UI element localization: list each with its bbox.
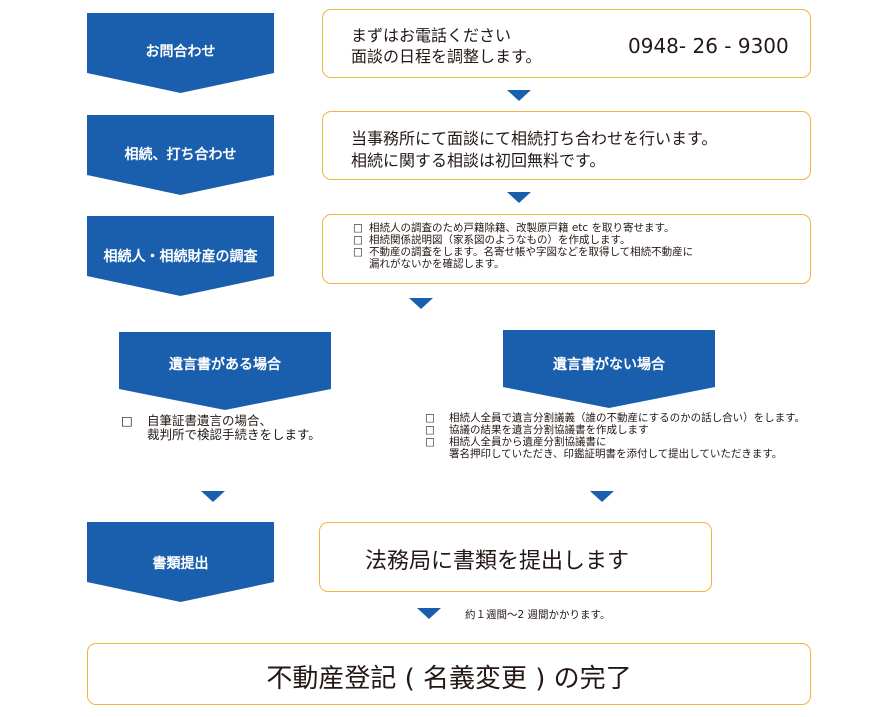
step-investigate: 相続人・相続財産の調査 [87, 216, 274, 296]
checkbox-icon: □ [425, 424, 435, 436]
submit-text: 法務局に書類を提出します [365, 549, 630, 574]
with-will-text: □自筆証書遺言の場合、 裁判所で検認手続きをします。 [121, 413, 321, 442]
flow-arrow-icon [590, 491, 614, 502]
investigate-box: □相続人の調査のため戸籍除籍、改製原戸籍 etc を取り寄せます。 □相続関係説… [322, 214, 811, 284]
consult-box: 当事務所にて面談にて相続打ち合わせを行います。 相続に関する相談は初回無料です。 [322, 111, 811, 180]
checkbox-icon: □ [425, 436, 435, 448]
branch-with-will: 遺言書がある場合 [119, 332, 331, 410]
investigate-item: □相続人の調査のため戸籍除籍、改製原戸籍 etc を取り寄せます。 [353, 222, 675, 234]
checkbox-icon: □ [425, 412, 435, 424]
flow-arrow-icon [507, 192, 531, 203]
step-submit-label: 書類提出 [152, 556, 209, 572]
investigate-item: □不動産の調査をします。名寄せ帳や字図などを取得して相続不動産に [353, 246, 694, 258]
investigate-item-continuation: 漏れがないかを確認します。 [369, 258, 505, 270]
down-arrow-shape [87, 522, 274, 602]
consult-line-1: 当事務所にて面談にて相続打ち合わせを行います。 [351, 129, 718, 148]
branch-without-will-label: 遺言書がない場合 [553, 357, 665, 373]
checkbox-icon: □ [121, 413, 133, 428]
step-investigate-label: 相続人・相続財産の調査 [103, 249, 258, 265]
duration-note: 約１週間〜2 週間かかります。 [465, 609, 611, 621]
final-box: 不動産登記 ( 名義変更 ) の完了 [87, 643, 811, 705]
contact-line-1: まずはお電話ください [351, 26, 512, 45]
branch-with-will-label: 遺言書がある場合 [169, 357, 281, 373]
down-arrow-shape [503, 330, 715, 408]
phone-number[interactable]: 0948- 26 - 9300 [628, 34, 789, 58]
investigate-item: □相続関係説明図（家系図のようなもの）を作成します。 [353, 234, 631, 246]
flow-arrow-icon [507, 90, 531, 101]
contact-line-2: 面談の日程を調整します。 [351, 47, 542, 66]
down-arrow-shape [119, 332, 331, 410]
checkbox-icon: □ [353, 222, 363, 234]
contact-box: まずはお電話ください 面談の日程を調整します。 0948- 26 - 9300 [322, 9, 811, 78]
without-will-text: □相続人全員で遺言分割議義（誰の不動産にするのかの話し合い）をします。 □協議の… [425, 412, 806, 460]
flow-arrow-icon [417, 608, 441, 619]
flow-arrow-icon [201, 491, 225, 502]
down-arrow-shape [87, 115, 274, 195]
step-submit: 書類提出 [87, 522, 274, 602]
step-contact: お問合わせ [87, 13, 274, 93]
down-arrow-shape [87, 216, 274, 296]
step-contact-label: お問合わせ [145, 44, 216, 60]
checkbox-icon: □ [353, 234, 363, 246]
flow-arrow-icon [409, 298, 433, 309]
step-consult: 相続、打ち合わせ [87, 115, 274, 195]
submit-box: 法務局に書類を提出します [319, 522, 712, 592]
checkbox-icon: □ [353, 246, 363, 258]
step-consult-label: 相続、打ち合わせ [124, 147, 237, 163]
branch-without-will: 遺言書がない場合 [503, 330, 715, 408]
final-text: 不動産登記 ( 名義変更 ) の完了 [266, 664, 632, 694]
consult-line-2: 相続に関する相談は初回無料です。 [351, 151, 606, 170]
down-arrow-shape [87, 13, 274, 93]
